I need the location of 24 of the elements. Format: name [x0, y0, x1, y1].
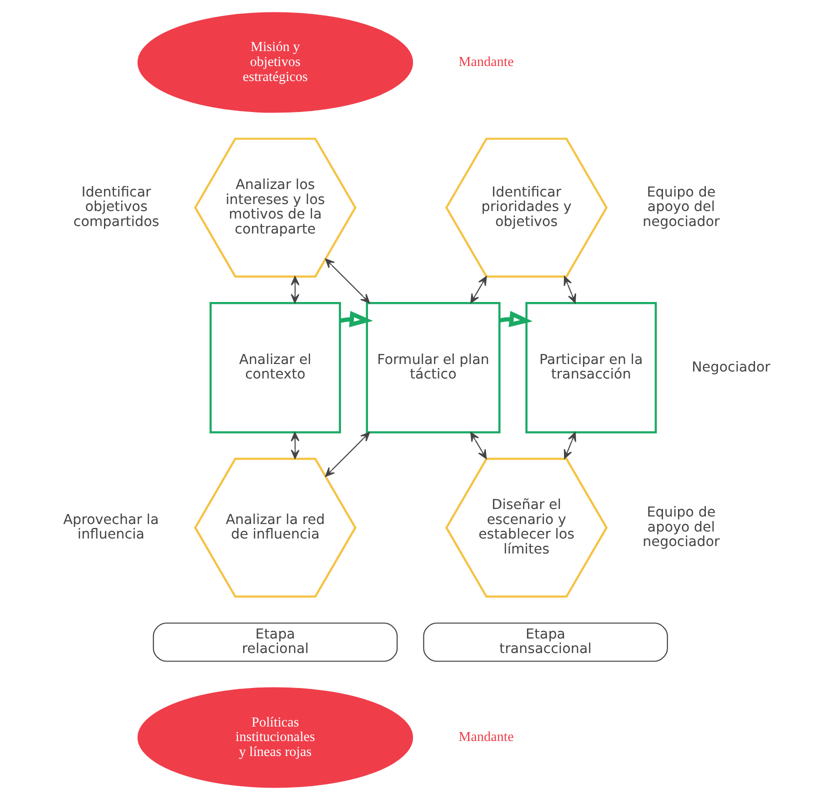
label: Identificar objetivos compartidos	[72, 184, 159, 230]
arrow	[563, 432, 576, 460]
arrow	[290, 432, 299, 460]
label: Equipo de apoyo del negociador	[642, 184, 720, 230]
arrow	[290, 276, 299, 304]
label: Mandante	[458, 729, 514, 744]
arrow	[498, 310, 532, 328]
label: Etapa relacional	[241, 626, 308, 658]
node-ellipse: Políticas institucionales y líneas rojas	[137, 687, 413, 788]
label: Aprovechar la influencia	[62, 512, 158, 543]
arrow	[324, 432, 370, 477]
node-ellipse: Misión y objetivos estratégicos	[137, 12, 413, 113]
arrow	[470, 276, 486, 304]
label: Equipo de apoyo del negociador	[642, 504, 720, 550]
arrow	[563, 276, 576, 304]
arrow	[339, 310, 372, 328]
node-box: Participar en la transacción	[524, 302, 656, 434]
label: Etapa transaccional	[498, 626, 592, 658]
arrow	[470, 432, 486, 460]
node-box: Formular el plan táctico	[365, 302, 500, 434]
node-box: Analizar el contexto	[209, 302, 340, 434]
label: Mandante	[458, 54, 514, 70]
arrow	[324, 258, 370, 304]
label: Negociador	[691, 359, 770, 376]
